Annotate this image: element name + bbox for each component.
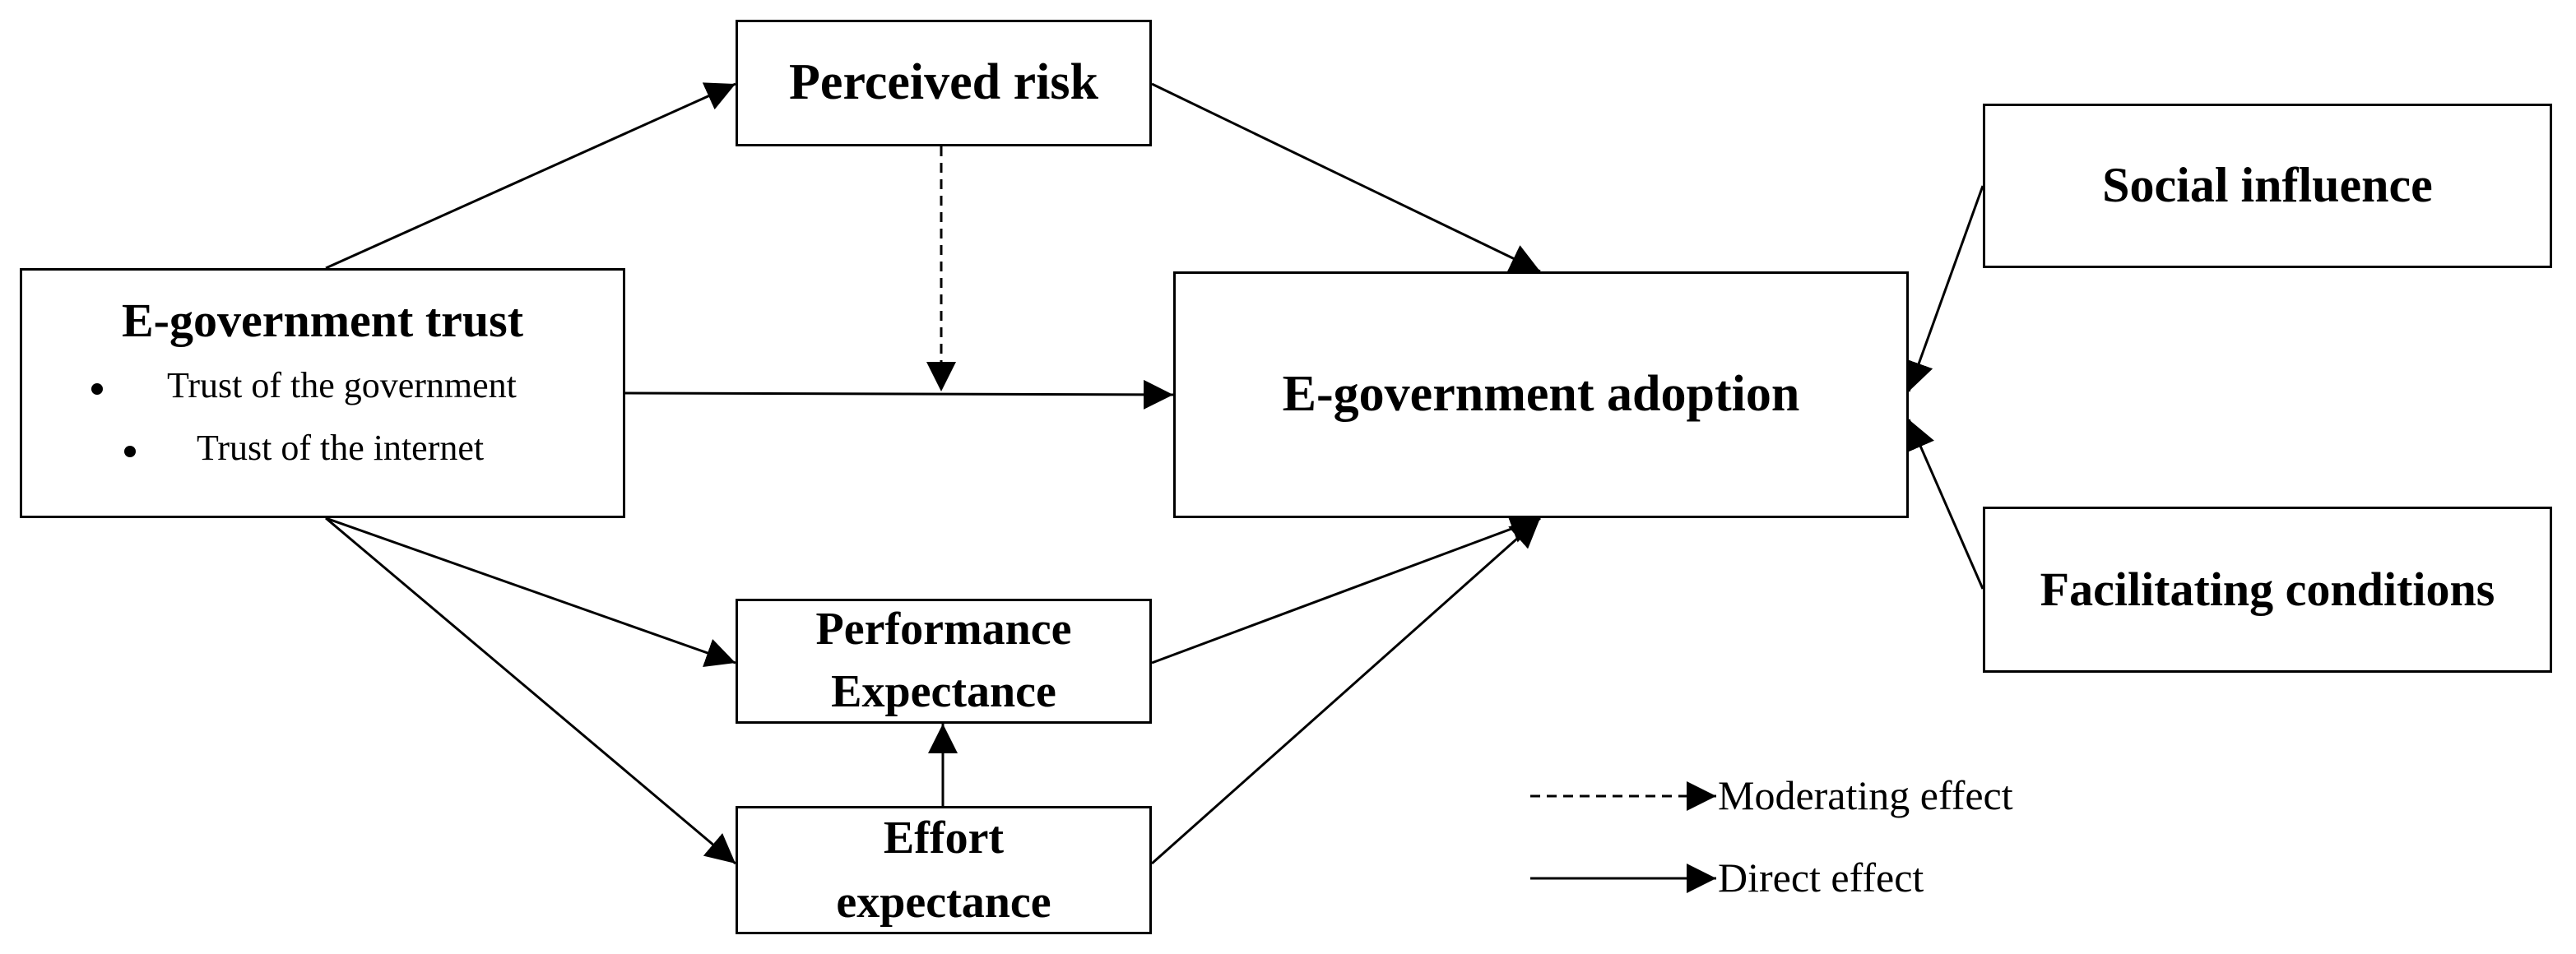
node-effort-expectance-line1: Effort [883, 812, 1005, 864]
node-effort-expectance-line2: expectance [836, 877, 1051, 928]
arrow-trust-to-performance [325, 516, 736, 667]
node-egov-adoption: E-government adoption [1173, 271, 1909, 518]
arrow-trust-to-perceived-risk [325, 82, 736, 270]
bullet-dot-icon [91, 382, 103, 395]
bullet-dot-icon [124, 446, 136, 458]
arrow-social-influence-to-adoption [1905, 185, 1984, 392]
arrow-trust-to-adoption [624, 379, 1174, 410]
node-egov-trust-label: E-government trust [121, 294, 524, 347]
node-social-influence: Social influence [1983, 104, 2552, 268]
node-performance-expectance: Performance Expectance [736, 599, 1152, 724]
node-performance-expectance-line2: Expectance [831, 666, 1056, 717]
arrow-facilitating-to-adoption [1906, 419, 1984, 590]
node-effort-expectance: Effort expectance [736, 806, 1152, 934]
legend-direct-label: Direct effect [1718, 854, 1924, 901]
arrow-trust-to-effort [325, 516, 736, 865]
node-performance-expectance-line1: Performance [815, 604, 1072, 655]
arrow-perceived-risk-to-adoption [1151, 82, 1541, 273]
node-egov-adoption-label: E-government adoption [1282, 366, 1800, 423]
bullet-trust-internet: Trust of the internet [22, 428, 623, 470]
node-perceived-risk-label: Perceived risk [789, 54, 1098, 111]
bullet-trust-government: Trust of the government [22, 365, 623, 407]
arrow-effort-to-adoption [1151, 516, 1541, 865]
legend-moderating-label: Moderating effect [1718, 772, 2013, 818]
node-facilitating-conditions-label: Facilitating conditions [2040, 562, 2495, 616]
node-egov-trust: E-government trust Trust of the governme… [20, 268, 625, 518]
bullet-trust-government-text: Trust of the government [167, 364, 517, 405]
arrow-performance-to-adoption [1151, 514, 1541, 665]
node-facilitating-conditions: Facilitating conditions [1983, 507, 2552, 673]
node-social-influence-label: Social influence [2102, 158, 2433, 213]
node-egov-trust-bullets: Trust of the government Trust of the int… [22, 365, 623, 470]
bullet-trust-internet-text: Trust of the internet [197, 428, 485, 469]
node-perceived-risk: Perceived risk [736, 20, 1152, 146]
